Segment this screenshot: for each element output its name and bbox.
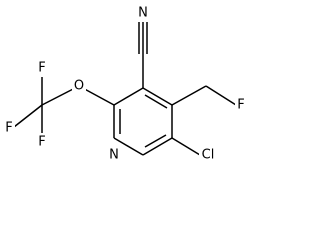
chemical-structure-diagram: N N O F F F F Cl [3,3,247,164]
bond-ch2-f [205,85,237,106]
bond-c5-cl [171,137,201,156]
bond-ccf3-f-left [13,104,43,128]
bond-c2-c3 [113,87,144,106]
atom-label-fluorine-ch2: F [237,98,244,113]
atom-labels: N N O F F F F Cl [3,3,247,164]
bond-c3-c4-inner [144,94,168,109]
atom-label-nitrile-n: N [138,6,148,21]
bond-c5-c6 [142,137,173,156]
atom-label-fluorine-left: F [5,121,12,136]
bond-c4-ch2 [171,85,207,106]
bond-c3-c4 [142,87,173,106]
bond-c5-c6-inner [144,134,167,148]
atom-label-chlorine: Cl [202,148,215,163]
atom-label-fluorine-top: F [38,61,45,76]
atom-label-ring-n: N [109,148,119,163]
atom-label-oxygen: O [74,79,84,94]
bond-c6-n1 [113,137,144,156]
atom-label-fluorine-bottom: F [38,135,45,150]
